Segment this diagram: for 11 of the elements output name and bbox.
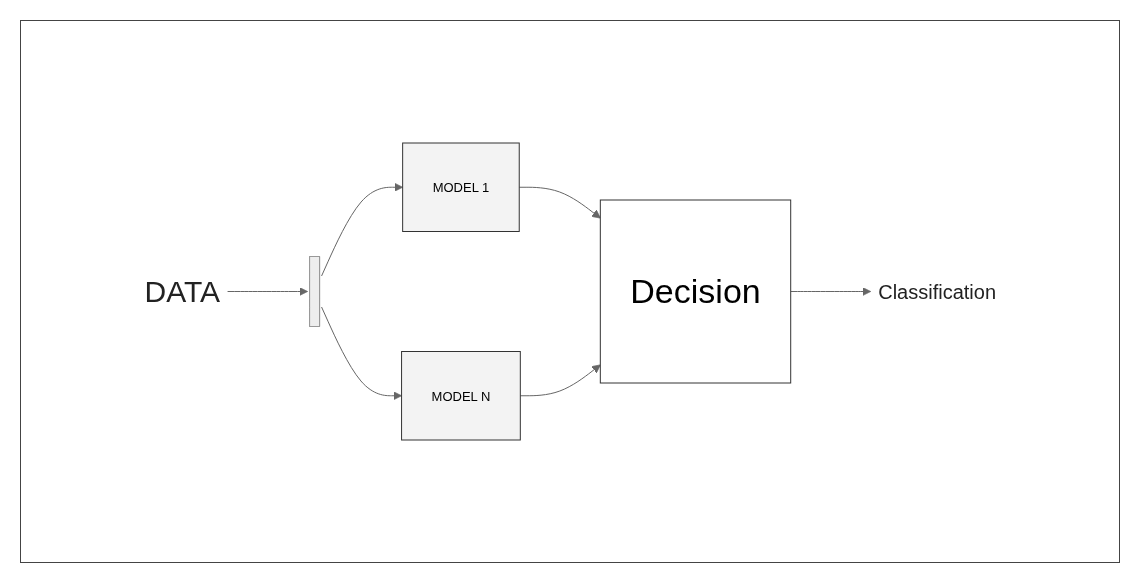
arrow xyxy=(789,287,871,296)
arrow xyxy=(226,287,308,296)
node-box: MODEL N xyxy=(400,351,521,441)
arrow xyxy=(519,364,601,397)
node-box: Decision xyxy=(599,199,791,384)
arrow xyxy=(320,306,402,401)
arrow xyxy=(320,182,403,277)
node-text: Classification xyxy=(877,280,996,303)
node-box: MODEL 1 xyxy=(401,142,520,232)
arrow xyxy=(518,186,601,219)
node-text: DATA xyxy=(144,275,220,308)
